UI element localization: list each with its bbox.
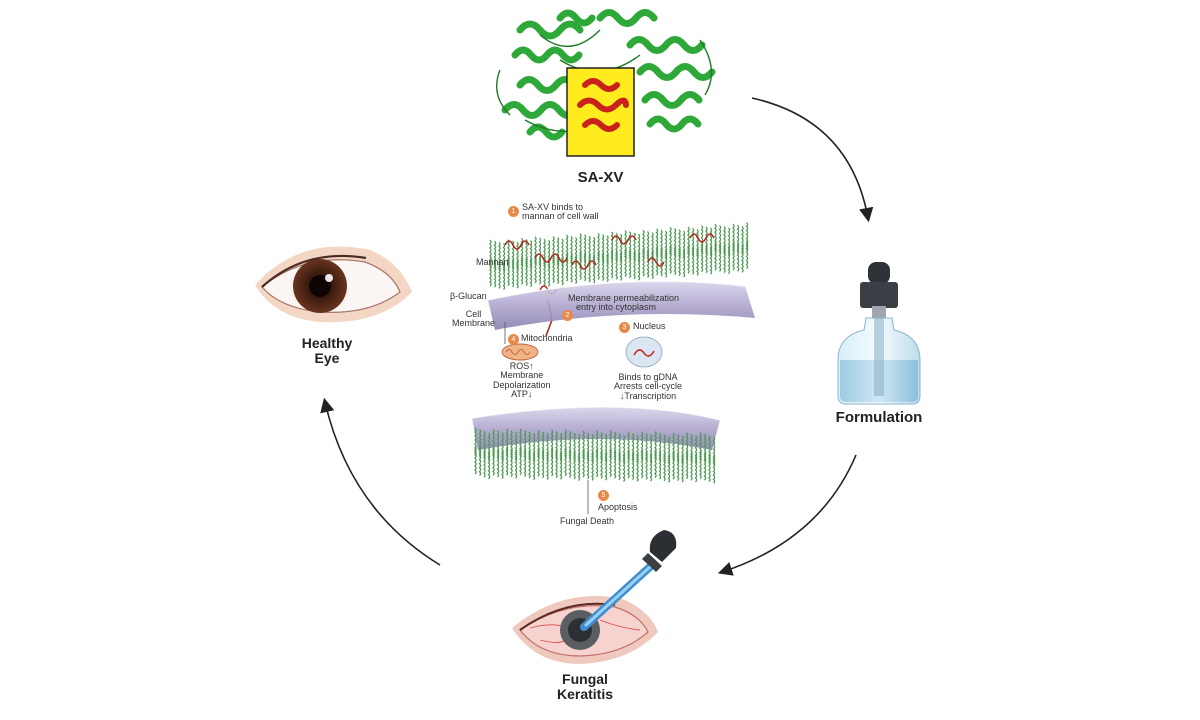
mannan-label: Mannan (476, 257, 509, 267)
healthy-eye-label: Healthy Eye (285, 335, 369, 367)
cell-membrane-label: Cell Membrane (452, 309, 496, 329)
cycle-arrow-keratitis-to-eye (320, 397, 441, 566)
mitochondria-label: Mitochondria (521, 333, 573, 343)
membrane-illustration (471, 222, 755, 514)
apoptosis-label: Apoptosis (598, 502, 638, 512)
step-1-line2: mannan of cell wall (522, 211, 599, 222)
protein-structure (496, 9, 716, 157)
healthy-eye-illustration (255, 246, 412, 323)
mitochondria-effects: ROS↑ Membrane Depolarization ATP↓ (493, 361, 551, 400)
fungal-keratitis-label-line1: Fungal (562, 671, 608, 687)
healthy-eye-label-line2: Eye (314, 350, 340, 367)
protein-label: SA-XV (577, 169, 624, 186)
fungal-keratitis-label-line2: Keratitis (556, 686, 614, 703)
atp-text: ATP↓ (511, 389, 533, 400)
step-5-badge: 5 (598, 490, 609, 501)
gdna-text: Binds to gDNA (618, 372, 678, 382)
cycle-arrow-formulation-to-keratitis (717, 454, 857, 576)
step-2-badge: 2 (562, 310, 573, 321)
nucleus-label: Nucleus (633, 321, 666, 331)
formulation-label: Formulation (835, 409, 923, 426)
cell-membrane-line2: Membrane (452, 318, 496, 329)
glucan-label: β-Glucan (450, 291, 487, 301)
ros-text: ROS↑ (509, 361, 534, 371)
step-2-line1: Membrane permeabilization (568, 293, 680, 303)
step-1-text: SA-XV binds to mannan of cell wall (522, 202, 599, 222)
depolarization-text: Depolarization (493, 379, 551, 390)
membrane-text: Membrane (500, 370, 544, 381)
healthy-eye-label-line1: Healthy (301, 335, 353, 351)
fungal-keratitis-label: Fungal Keratitis (535, 671, 635, 703)
dropper-bottle (837, 262, 921, 405)
fungal-death-label: Fungal Death (560, 516, 615, 526)
step-3-badge: 3 (619, 322, 630, 333)
step-1-line1: SA-XV binds to (522, 202, 584, 212)
step-2-text: Membrane permeabilization entry into cyt… (568, 293, 680, 313)
cell-membrane-line1: Cell (465, 309, 482, 319)
cell-cycle-text: Arrests cell-cycle (614, 381, 683, 392)
transcription-text: ↓Transcription (619, 390, 677, 401)
nucleus-effects: Binds to gDNA Arrests cell-cycle ↓Transc… (614, 372, 683, 401)
red-helix (577, 78, 629, 132)
step-4-badge: 4 (508, 334, 519, 345)
step-2-line2: entry into cytoplasm (576, 302, 657, 313)
step-1-badge: 1 (508, 206, 519, 217)
eye-dropper-pipette (580, 530, 677, 631)
cycle-arrow-protein-to-formulation (751, 97, 874, 223)
